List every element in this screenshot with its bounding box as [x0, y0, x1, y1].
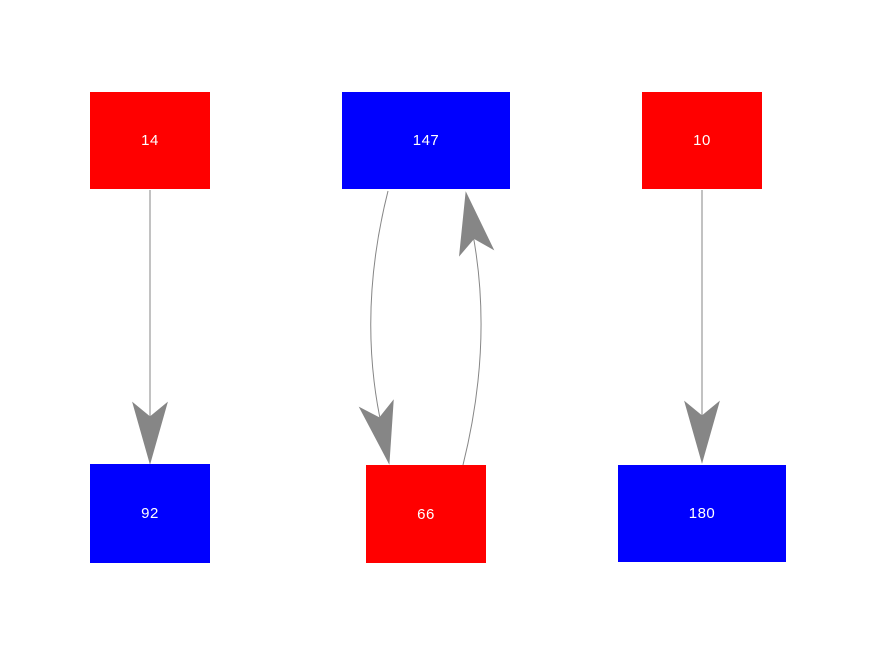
graph-node-66: 66	[366, 465, 486, 563]
edge-arrowhead-66-147	[459, 191, 495, 257]
graph-node-147: 147	[342, 92, 510, 189]
node-label: 14	[141, 132, 159, 149]
node-label: 147	[412, 132, 440, 149]
graph-node-180: 180	[618, 465, 786, 562]
node-label: 92	[141, 505, 159, 522]
edge-arrowhead-14-92	[132, 401, 168, 465]
edge-line-147-66	[370, 190, 389, 449]
edge-arrowhead-147-66	[358, 399, 394, 465]
edge-arrowhead-10-180	[684, 400, 720, 464]
graph-node-10: 10	[642, 92, 762, 189]
node-label: 10	[693, 132, 711, 149]
node-label: 66	[417, 505, 435, 523]
graph-node-14: 14	[90, 92, 210, 189]
graph-node-92: 92	[90, 464, 210, 563]
node-label: 180	[688, 505, 716, 522]
